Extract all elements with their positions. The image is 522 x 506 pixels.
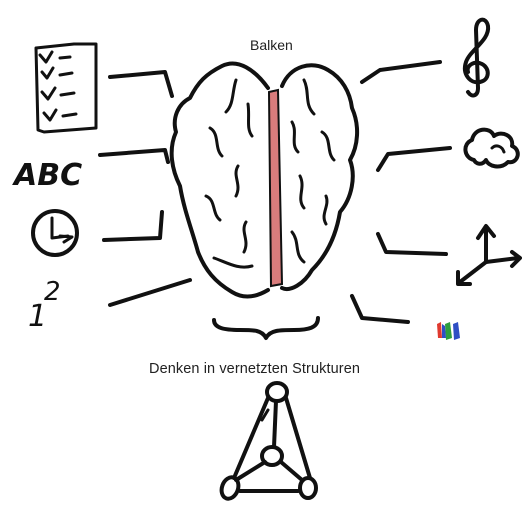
abc-text: ABC bbox=[12, 158, 82, 193]
treble-clef-icon bbox=[465, 20, 488, 96]
abc-icon: ABC bbox=[12, 158, 82, 193]
cloud-icon bbox=[465, 130, 517, 167]
brain-icon bbox=[172, 63, 357, 296]
power-icon: 1 2 bbox=[28, 277, 61, 334]
diagram-caption: Denken in vernetzten Strukturen bbox=[149, 361, 360, 377]
left-connectors bbox=[100, 72, 190, 305]
color-dots-icon bbox=[437, 322, 460, 340]
power-exponent: 2 bbox=[44, 277, 61, 307]
axes-icon bbox=[458, 226, 520, 284]
checklist-icon bbox=[36, 44, 96, 132]
balken-label: Balken bbox=[250, 37, 293, 53]
brace-icon bbox=[214, 318, 318, 338]
clock-icon bbox=[33, 211, 77, 255]
right-connectors bbox=[352, 62, 450, 322]
network-triangle-icon bbox=[219, 383, 316, 501]
